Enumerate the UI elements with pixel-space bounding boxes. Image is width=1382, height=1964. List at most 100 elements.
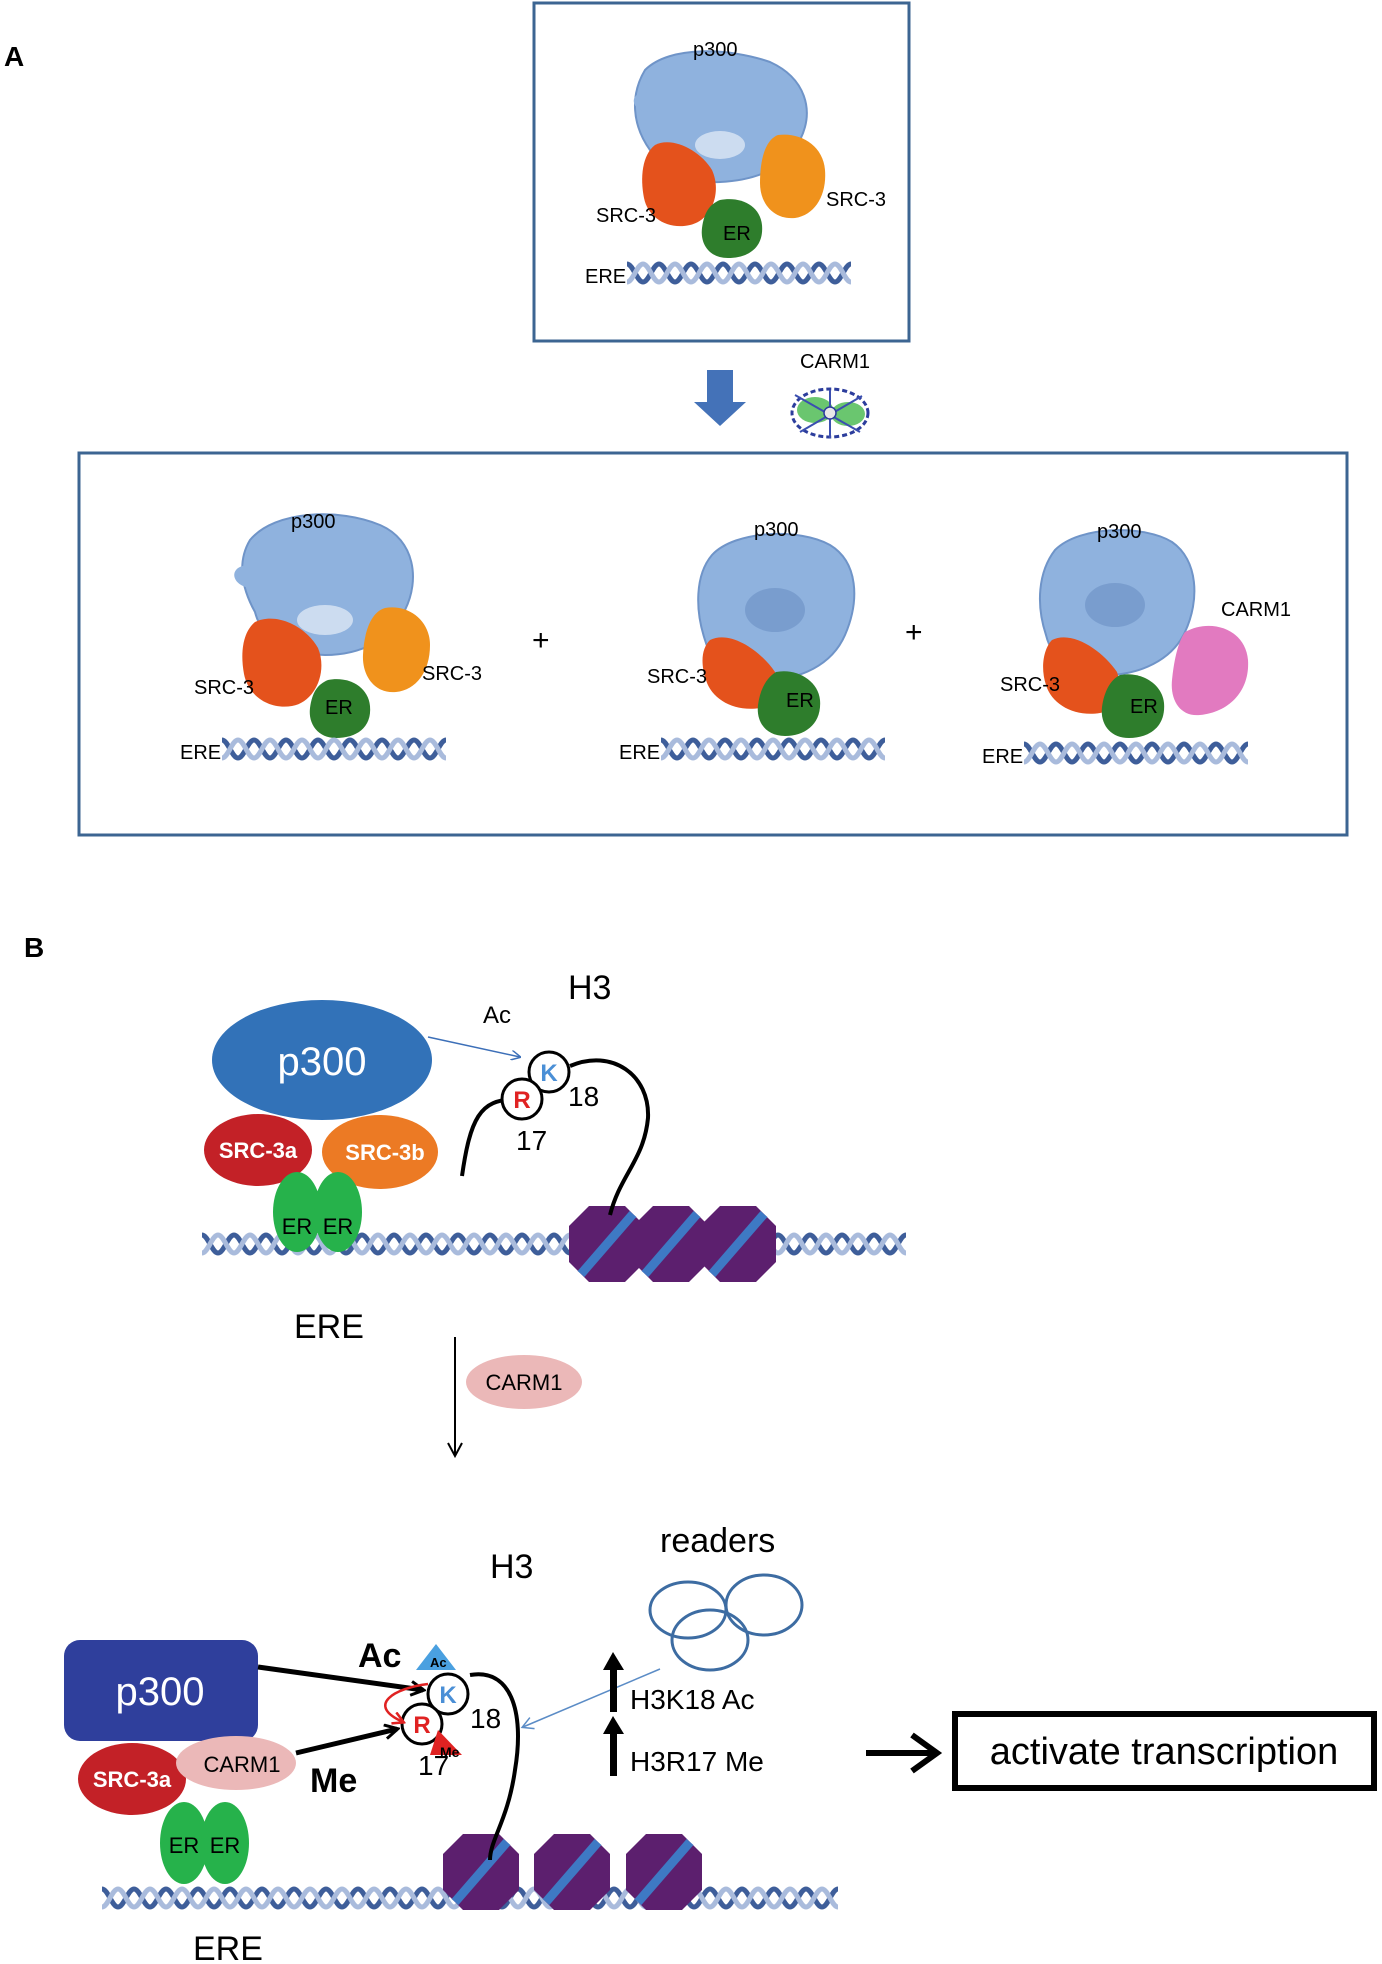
b-bottom-src3a-label: SRC-3a bbox=[93, 1767, 172, 1792]
b-top-p300-shape bbox=[212, 1000, 432, 1120]
readers-arrow bbox=[520, 1668, 661, 1730]
b-bottom-readers-label: readers bbox=[660, 1522, 775, 1560]
b-top-nucleosome-3 bbox=[700, 1206, 776, 1282]
top-er-surface bbox=[701, 199, 763, 258]
b-bottom-ac-big-label: Ac bbox=[358, 1637, 401, 1675]
b-top-18-label: 18 bbox=[568, 1081, 599, 1112]
complex-1-dna-helix bbox=[222, 740, 446, 758]
complex-1-ere-label: ERE bbox=[180, 742, 221, 764]
activate-box bbox=[952, 1711, 1377, 1791]
b-top-h3-label: H3 bbox=[568, 969, 611, 1007]
panel-b-label: B bbox=[24, 932, 44, 963]
top-src3-left-surface bbox=[642, 142, 716, 227]
b-bottom-er1-shape bbox=[160, 1802, 208, 1884]
activate-arrow bbox=[866, 1732, 943, 1774]
activate-label: activate transcription bbox=[990, 1731, 1339, 1773]
b-bottom-h3-tail bbox=[469, 1672, 520, 1861]
complex-2-ere-label: ERE bbox=[619, 742, 660, 764]
ac-mark-triangle bbox=[416, 1644, 456, 1670]
up-arrow-h3r17 bbox=[603, 1716, 624, 1776]
b-bottom-p300-shape bbox=[64, 1640, 258, 1741]
ac-mark-label: Ac bbox=[430, 1655, 447, 1670]
complex-2: p300 SRC-3 ER ERE bbox=[619, 519, 885, 764]
b-top-ac-label: Ac bbox=[483, 1002, 511, 1029]
panel-a-label: A bbox=[4, 41, 24, 72]
complex-2-src3-label: SRC-3 bbox=[647, 666, 707, 688]
carm1-structure-icon bbox=[790, 387, 870, 439]
b-bottom-nucleosome-3 bbox=[626, 1834, 702, 1910]
b-bottom-me-big-label: Me bbox=[310, 1762, 357, 1800]
b-bottom-k-label: K bbox=[439, 1682, 457, 1709]
complex-2-dna-helix bbox=[661, 740, 885, 758]
top-dna-helix bbox=[627, 264, 851, 282]
complex-3-carm1-label: CARM1 bbox=[1221, 599, 1291, 621]
complex-3-er-label: ER bbox=[1130, 696, 1158, 718]
panel-a-top-frame bbox=[532, 1, 911, 343]
b-bottom-carm1-shape bbox=[176, 1736, 296, 1790]
h3k18-ac-label: H3K18 Ac bbox=[630, 1684, 755, 1715]
top-er-label: ER bbox=[723, 223, 751, 245]
b-bottom-h3-label: H3 bbox=[490, 1548, 533, 1586]
plus-2: + bbox=[905, 616, 923, 649]
b-top-p300-label: p300 bbox=[278, 1040, 367, 1084]
h3r17-me-label: H3R17 Me bbox=[630, 1746, 764, 1777]
complex-3-ere-label: ERE bbox=[982, 746, 1023, 768]
complex-1-p300-label: p300 bbox=[291, 511, 336, 533]
b-bottom-r-label: R bbox=[413, 1712, 430, 1739]
b-top-er1-label: ER bbox=[282, 1214, 313, 1239]
b-bottom-k18-circle bbox=[426, 1672, 470, 1716]
b-top-nucleosome-2 bbox=[633, 1206, 709, 1282]
carm1-structure-label: CARM1 bbox=[800, 351, 870, 373]
complex-1: p300 SRC-3 SRC-3 ER ERE bbox=[180, 511, 482, 764]
b-top-ac-arrow bbox=[427, 1036, 520, 1057]
b-bottom-nucleosome-2 bbox=[534, 1834, 610, 1910]
complex-2-p300-label: p300 bbox=[754, 519, 799, 541]
b-bottom-carm1-label: CARM1 bbox=[203, 1752, 280, 1777]
b-bottom-er2-label: ER bbox=[210, 1833, 241, 1858]
b-top-k-label: K bbox=[540, 1060, 558, 1087]
complex-3-dna-helix bbox=[1024, 744, 1248, 762]
b-top-er2-label: ER bbox=[323, 1214, 354, 1239]
b-bottom-17-label: 17 bbox=[418, 1750, 449, 1781]
up-arrow-h3k18 bbox=[603, 1652, 624, 1712]
carm1-to-r17-arrow bbox=[295, 1729, 397, 1756]
b-top-r-label: R bbox=[513, 1087, 530, 1114]
top-src3-right-label: SRC-3 bbox=[826, 189, 886, 211]
b-bottom-er2-shape bbox=[201, 1802, 249, 1884]
panel-a-bottom-frame bbox=[77, 451, 1349, 837]
me-mark-label: Me bbox=[440, 1744, 460, 1760]
b-bottom-src3a-shape bbox=[78, 1743, 186, 1815]
plus-1: + bbox=[532, 624, 550, 657]
complex-3: p300 CARM1 SRC-3 ER ERE bbox=[982, 521, 1291, 768]
top-complex: p300 SRC-3 SRC-3 ER ERE bbox=[585, 39, 886, 288]
complex-3-p300-label: p300 bbox=[1097, 521, 1142, 543]
b-top-ere-label: ERE bbox=[294, 1308, 364, 1346]
b-carm1-shape bbox=[466, 1355, 582, 1409]
top-ere-label: ERE bbox=[585, 266, 626, 288]
b-top-er2-shape bbox=[314, 1172, 362, 1252]
b-bottom-nucleosome-1 bbox=[443, 1834, 519, 1910]
b-top-k18-circle bbox=[527, 1050, 571, 1094]
complex-1-src3-left-label: SRC-3 bbox=[194, 677, 254, 699]
me-mark-triangle bbox=[430, 1730, 462, 1755]
b-top-src3b-shape bbox=[322, 1115, 438, 1189]
b-bottom-p300-label: p300 bbox=[116, 1670, 205, 1714]
top-p300-label: p300 bbox=[693, 39, 738, 61]
complex-2-er-label: ER bbox=[786, 690, 814, 712]
b-top-src3a-label: SRC-3a bbox=[219, 1138, 298, 1163]
top-src3-right-surface bbox=[760, 134, 826, 219]
complex-1-er-label: ER bbox=[325, 697, 353, 719]
b-top-src3b-label: SRC-3b bbox=[345, 1140, 424, 1165]
b-top-src3a-shape bbox=[204, 1114, 312, 1186]
complex-3-src3-label: SRC-3 bbox=[1000, 674, 1060, 696]
b-carm1-label: CARM1 bbox=[485, 1370, 562, 1395]
b-bottom-ere-label: ERE bbox=[193, 1930, 263, 1964]
red-crosstalk-arrow bbox=[384, 1682, 429, 1722]
b-top-er1-shape bbox=[273, 1172, 321, 1252]
transition-arrow bbox=[694, 370, 746, 426]
complex-1-src3-right-label: SRC-3 bbox=[422, 663, 482, 685]
readers-icon bbox=[648, 1573, 804, 1672]
p300-to-k18-arrow bbox=[257, 1664, 423, 1690]
top-src3-left-label: SRC-3 bbox=[596, 205, 656, 227]
